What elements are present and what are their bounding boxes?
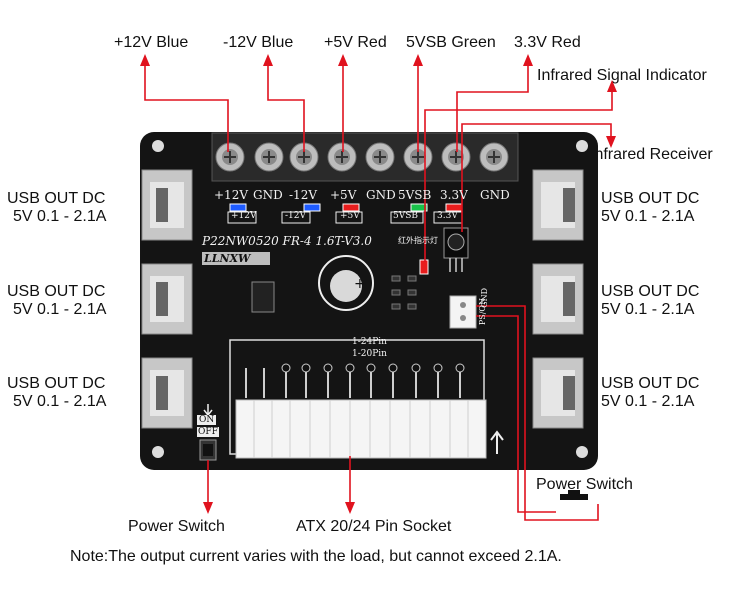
silk-led-plus12v: +12V <box>231 211 257 221</box>
screw-1 <box>215 142 245 172</box>
usb-port-left-3 <box>141 357 193 429</box>
screw-2 <box>254 142 284 172</box>
label-5vsb-green: 5VSB Green <box>406 34 496 51</box>
usb-label-line1: USB OUT DC <box>601 190 700 207</box>
terminal-screws <box>215 142 509 172</box>
silk-ir-indicator: 红外指示灯 <box>398 236 438 245</box>
leader-lines <box>144 64 613 521</box>
label-3v3-red: 3.3V Red <box>514 34 581 51</box>
led-plus5v <box>342 203 360 212</box>
usb-port-right-1 <box>532 169 584 241</box>
atx-socket <box>235 399 487 459</box>
ic-chip <box>251 281 275 313</box>
usb-label-line2: 5V 0.1 - 2.1A <box>13 208 107 225</box>
silk-plus12v: +12V <box>214 188 248 202</box>
label-power-switch-right: Power Switch <box>536 476 633 493</box>
screw-3 <box>289 142 319 172</box>
silk-led-5vsb: 5VSB <box>393 211 419 221</box>
silk-plus5v: +5V <box>330 188 357 202</box>
silk-off: OFF <box>197 427 219 437</box>
usb-port-left-1 <box>141 169 193 241</box>
silk-led-3v3: 3.3V <box>437 211 458 221</box>
silk-led-minus12v: -12V <box>285 211 306 221</box>
silk-gnd-2: GND <box>366 188 396 202</box>
screw-8 <box>479 142 509 172</box>
usb-label-line2: 5V 0.1 - 2.1A <box>601 208 695 225</box>
led-3v3 <box>445 203 463 212</box>
label-plus5v-red: +5V Red <box>324 34 387 51</box>
silk-led-plus5v: +5V <box>340 211 360 221</box>
led-5vsb <box>410 203 428 212</box>
label-infrared-receiver: Infrared Receiver <box>590 146 713 163</box>
silk-1-20pin: 1-20Pin <box>352 349 387 359</box>
usb-label-line1: USB OUT DC <box>601 375 700 392</box>
atx-pins <box>245 368 461 398</box>
silk-gnd-1: GND <box>253 188 283 202</box>
silk-on: ON <box>197 415 217 425</box>
led-plus12v <box>229 203 247 212</box>
usb-port-right-2 <box>532 263 584 335</box>
usb-label-line1: USB OUT DC <box>7 190 106 207</box>
usb-port-right-3 <box>532 357 584 429</box>
svg-text:+: + <box>354 276 366 292</box>
tactile-switch-icon <box>560 490 588 500</box>
label-atx-socket: ATX 20/24 Pin Socket <box>296 518 452 535</box>
silk-1-24pin: 1-24Pin <box>352 337 387 347</box>
usb-label-line2: 5V 0.1 - 2.1A <box>601 393 695 410</box>
usb-label-line2: 5V 0.1 - 2.1A <box>13 301 107 318</box>
silk-model: P22NW0520 FR-4 1.6T-V3.0 <box>202 234 372 248</box>
label-power-switch-bottom: Power Switch <box>128 518 225 535</box>
arrowheads <box>140 54 617 514</box>
label-minus12v-blue: -12V Blue <box>223 34 294 51</box>
usb-label-line2: 5V 0.1 - 2.1A <box>601 301 695 318</box>
silk-gnd-3: GND <box>480 188 510 202</box>
silk-3v3: 3.3V <box>440 188 468 202</box>
label-infrared-signal-indicator: Infrared Signal Indicator <box>537 67 707 84</box>
usb-label-line2: 5V 0.1 - 2.1A <box>13 393 107 410</box>
silk-brand: LLNXW <box>204 252 251 265</box>
note-text: Note:The output current varies with the … <box>70 548 562 565</box>
silk-5vsb: 5VSB <box>398 188 432 202</box>
usb-label-line1: USB OUT DC <box>7 283 106 300</box>
ir-indicator-led <box>419 259 429 275</box>
screw-7 <box>441 142 471 172</box>
capacitor: + <box>318 255 374 311</box>
atx-pin-heads <box>281 363 465 373</box>
usb-label-line1: USB OUT DC <box>601 283 700 300</box>
silk-gnd-header: GND <box>480 288 489 308</box>
usb-label-line1: USB OUT DC <box>7 375 106 392</box>
label-plus12v-blue: +12V Blue <box>114 34 189 51</box>
usb-port-left-2 <box>141 263 193 335</box>
ps-on-header <box>449 295 477 329</box>
silk-minus12v: -12V <box>289 188 317 202</box>
screw-4 <box>327 142 357 172</box>
screw-5 <box>365 142 395 172</box>
ir-receiver <box>443 227 469 272</box>
led-minus12v <box>303 203 321 212</box>
